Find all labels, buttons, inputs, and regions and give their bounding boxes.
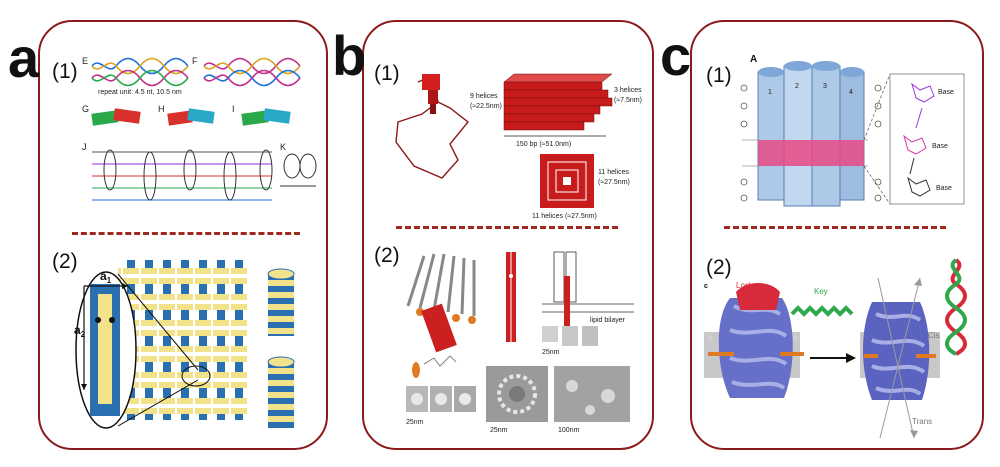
repeat-unit-text: repeat unit: 4.5 nt, 10.5 nm [98,89,182,96]
figure-c1-membrane-pore: A 1 2 3 4 Base Base Base [740,54,965,207]
helices-left-label: 9 helices [470,93,498,100]
helices-right-size: (≈7.5nm) [614,97,642,104]
tall-rod [506,252,516,342]
lock-label: Lock [736,281,754,290]
cylinder-number-4: 4 [849,89,853,96]
panel-a-sub-1: (1) [52,60,78,83]
cis-label: Cis [928,331,940,340]
figure-b2-membrane-channel: lipid bilayer 25nm 25nm 25nm 100nm [406,251,634,434]
scale-b2-e: 25nm [406,419,424,426]
label-J: J [82,142,87,152]
panel-c-sub-1: (1) [706,64,732,87]
base-label-1: Base [938,89,954,96]
label-H: H [158,104,165,114]
cylinder-number-2: 2 [795,83,799,90]
em-micrograph-g [554,366,630,422]
figure-b1-dna-origami: 9 helices (≈22.5nm) 3 helices (≈7.5nm) 1… [395,73,642,220]
tube-bottom [267,356,295,428]
panel-b-divider [396,226,618,229]
em-micrograph-f [486,366,548,422]
helices11-right-label: 11 helices [598,169,630,176]
pore-unlocked [860,277,940,439]
svg-text:a2: a2 [74,323,86,339]
rods-H [167,108,215,126]
rods-G [91,108,141,126]
figure-a2-tile-lattice: a1 a2 [74,260,295,429]
helices-left-size: (≈22.5nm) [470,103,502,110]
label-c: c [704,283,708,290]
scale-b2-f: 25nm [490,427,508,434]
base-label-2: Base [932,143,948,150]
svg-text:a1: a1 [100,269,112,285]
panel-c-divider [724,226,946,229]
em-micrograph-e [406,386,476,412]
helices11-right-size: (≈27.5nm) [598,179,630,186]
scale-b2-small: 25nm [542,349,560,356]
figure-a1-dna-crossover: E repeat unit: 4.5 nt, 10.5 nm F G H I J [82,56,317,201]
label-A: A [750,54,757,65]
lipid-label: lipid bilayer [590,317,626,324]
backbone-structure [903,82,935,197]
cylinder-number-1: 1 [768,89,772,96]
square-cross-section [540,154,594,208]
lattice-J [92,149,273,201]
panel-b-sub-1: (1) [374,62,400,85]
charge-markers [740,84,882,202]
channel-bundle [406,253,476,353]
trans-label: Trans [912,417,932,426]
stepped-prism [503,73,613,131]
label-K: K [280,142,286,152]
label-F: F [192,56,198,66]
figure-c2-lock-key-pore: c Lock Key Cis Trans [704,258,967,439]
panel-letter-c: c [660,24,692,87]
lock-key-double-helix [945,258,967,356]
label-I: I [232,104,235,114]
panel-b-sub-2: (2) [374,244,400,267]
label-G: G [82,104,89,114]
helix-bundle-cylinders [757,61,865,207]
cylinder-number-3: 3 [823,83,827,90]
tube-top [267,268,295,336]
panel-letter-b: b [332,24,367,87]
origami-nail [422,74,440,114]
panel-c-sub-2: (2) [706,256,732,279]
bp-label: 150 bp (≈51.0nm) [516,141,571,148]
base-label-3: Base [936,185,952,192]
helix-F [203,57,301,87]
lipid-bilayer-panel [542,251,634,313]
panel-a-sub-2: (2) [52,250,78,273]
panel-a-divider [72,232,300,235]
helices-right-label: 3 helices [614,87,642,94]
rods-I [241,108,291,126]
key-strand [790,305,854,317]
tile-lattice [118,260,248,420]
scale-b2-g: 100nm [558,427,580,434]
helix-E [91,57,189,87]
key-label: Key [814,287,828,296]
helices11-bottom-label: 11 helices (≈27.5nm) [532,213,597,220]
panel-letter-a: a [8,26,40,89]
pore-locked [704,283,804,398]
figure-eight-K [280,153,317,187]
label-E: E [82,56,88,66]
